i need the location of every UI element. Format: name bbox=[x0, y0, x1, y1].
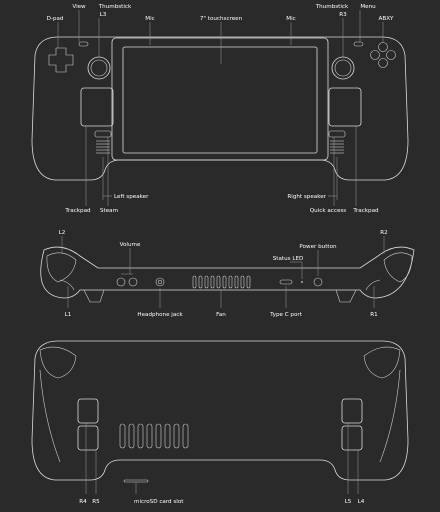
label-r2: R2 bbox=[380, 230, 387, 236]
label-trackpad-left: Trackpad bbox=[64, 208, 91, 214]
type-c-port bbox=[279, 279, 293, 285]
quick-access-button bbox=[328, 130, 346, 138]
touchscreen bbox=[122, 46, 318, 154]
y-button bbox=[378, 42, 388, 52]
status-led bbox=[301, 281, 303, 283]
headphone-jack bbox=[155, 277, 165, 287]
label-view: View bbox=[72, 4, 86, 10]
label-headphone-jack: Headphone jack bbox=[137, 312, 183, 318]
touchscreen-bezel bbox=[111, 37, 329, 161]
l2-trigger bbox=[46, 252, 77, 283]
label-right-speaker: Right speaker bbox=[287, 194, 326, 200]
volume-up-button bbox=[128, 277, 138, 287]
x-button bbox=[370, 50, 380, 60]
volume-down-button bbox=[116, 277, 126, 287]
front-leader-lines bbox=[57, 10, 384, 206]
steam-button bbox=[94, 130, 112, 138]
back-right-shoulder bbox=[363, 346, 401, 379]
b-button bbox=[386, 50, 396, 60]
fan-vent bbox=[192, 275, 251, 289]
label-menu: Menu bbox=[360, 4, 376, 10]
left-speaker-grille bbox=[96, 140, 110, 154]
label-status-led: Status LED bbox=[273, 256, 304, 262]
view-button bbox=[78, 41, 89, 47]
r1-bumper bbox=[365, 279, 381, 291]
label-r3: R3 bbox=[339, 12, 347, 18]
a-button bbox=[378, 58, 388, 68]
left-thumbstick-cap bbox=[90, 59, 108, 77]
label-quick-access: Quick access bbox=[310, 208, 347, 214]
label-type-c-port: Type C port bbox=[269, 312, 303, 318]
r4-button bbox=[77, 398, 99, 424]
label-l5: L5 bbox=[345, 499, 352, 505]
right-thumbstick-cap bbox=[334, 59, 352, 77]
label-r1: R1 bbox=[370, 312, 378, 318]
label-thumbstick-right: Thumbstick bbox=[315, 4, 349, 10]
l5-button bbox=[341, 398, 363, 424]
back-view: R4 R5 microSD card slot L5 L4 bbox=[31, 340, 409, 505]
top-view: L2 Volume Power button R2 Status LED L1 … bbox=[40, 230, 415, 318]
top-body-outline bbox=[40, 246, 415, 299]
back-body-outline bbox=[31, 340, 409, 481]
front-body-outline bbox=[31, 36, 409, 181]
label-fan: Fan bbox=[216, 312, 226, 318]
label-steam: Steam bbox=[100, 208, 118, 214]
label-volume: Volume bbox=[120, 242, 141, 248]
left-foot bbox=[83, 289, 105, 303]
headphone-jack-inner bbox=[157, 279, 163, 285]
microsd-card-slot bbox=[123, 479, 149, 483]
r2-trigger bbox=[383, 252, 413, 283]
label-microsd-slot: microSD card slot bbox=[134, 499, 184, 505]
l4-button bbox=[341, 425, 363, 451]
power-button bbox=[313, 277, 323, 287]
menu-button bbox=[353, 41, 364, 47]
label-mic-left: Mic bbox=[145, 16, 154, 22]
label-mic-right: Mic bbox=[286, 16, 295, 22]
label-r4: R4 bbox=[79, 499, 87, 505]
label-dpad: D-pad bbox=[47, 16, 64, 22]
label-touchscreen: 7" touchscreen bbox=[200, 16, 243, 22]
label-left-speaker: Left speaker bbox=[114, 194, 149, 200]
front-view: D-pad View Thumbstick L3 Mic 7" touchscr… bbox=[31, 4, 409, 214]
label-l3: L3 bbox=[100, 12, 107, 18]
back-left-grip bbox=[39, 369, 61, 463]
right-foot bbox=[335, 289, 357, 303]
right-trackpad bbox=[328, 87, 362, 127]
back-left-shoulder bbox=[39, 346, 77, 379]
back-vents bbox=[119, 423, 189, 449]
label-r5: R5 bbox=[92, 499, 100, 505]
abxy-buttons bbox=[370, 42, 396, 68]
top-leader-lines bbox=[61, 236, 385, 308]
label-thumbstick-left: Thumbstick bbox=[98, 4, 132, 10]
label-trackpad-right: Trackpad bbox=[352, 208, 379, 214]
left-trackpad bbox=[80, 87, 114, 127]
back-leader-lines bbox=[85, 423, 359, 494]
label-l4: L4 bbox=[358, 499, 365, 505]
label-abxy: ABXY bbox=[379, 16, 394, 22]
label-l1: L1 bbox=[65, 312, 72, 318]
l1-bumper bbox=[59, 279, 75, 291]
r5-button bbox=[77, 425, 99, 451]
right-speaker-grille bbox=[330, 140, 344, 154]
label-power-button: Power button bbox=[299, 244, 337, 250]
dpad-icon bbox=[48, 47, 74, 73]
label-l2: L2 bbox=[59, 230, 66, 236]
back-right-grip bbox=[379, 369, 401, 463]
